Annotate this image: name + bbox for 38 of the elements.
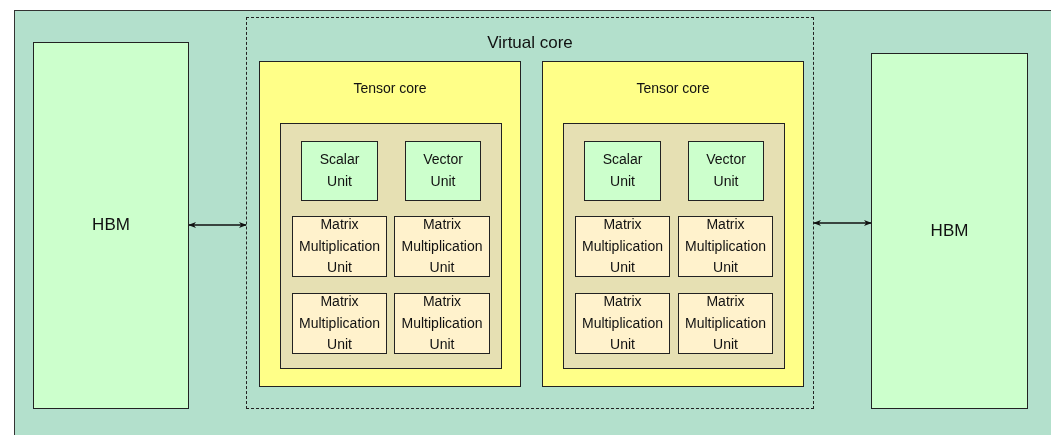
unit-box — [301, 141, 378, 201]
unit-box — [292, 293, 387, 354]
unit-box — [678, 216, 773, 277]
unit-box — [405, 141, 481, 201]
node-label: Matrix Multiplication Unit — [581, 291, 664, 355]
node-label: Matrix Multiplication Unit — [400, 214, 484, 278]
hbm-box — [871, 53, 1028, 409]
node-label: Tensor core — [352, 79, 428, 98]
node-label: Vector Unit — [705, 150, 747, 191]
tensor-core-box — [542, 61, 804, 387]
unit-group-box — [563, 123, 785, 369]
node-label: Scalar Unit — [318, 150, 361, 191]
node-label: Scalar Unit — [601, 150, 644, 191]
unit-box — [394, 216, 490, 277]
node-label: HBM — [929, 219, 970, 242]
node-label: Matrix Multiplication Unit — [581, 214, 664, 278]
double-arrow — [813, 219, 872, 227]
unit-box — [575, 216, 670, 277]
unit-box — [292, 216, 387, 277]
double-arrow — [188, 221, 247, 229]
node-label: Virtual core — [486, 32, 574, 54]
node-label: Tensor core — [635, 79, 711, 98]
node-label: Matrix Multiplication Unit — [684, 291, 767, 355]
node-label: Matrix Multiplication Unit — [400, 291, 484, 355]
node-label: Matrix Multiplication Unit — [298, 214, 381, 278]
node-label: HBM — [91, 214, 131, 237]
tensor-core-box — [259, 61, 521, 387]
node-label: Vector Unit — [422, 150, 464, 191]
unit-box — [575, 293, 670, 354]
unit-box — [688, 141, 764, 201]
unit-group-box — [280, 123, 502, 369]
virtual-core-box — [246, 17, 814, 409]
unit-box — [584, 141, 661, 201]
node-label: Matrix Multiplication Unit — [684, 214, 767, 278]
node-label: Matrix Multiplication Unit — [298, 291, 381, 355]
unit-box — [678, 293, 773, 354]
hbm-box — [33, 42, 189, 409]
unit-box — [394, 293, 490, 354]
